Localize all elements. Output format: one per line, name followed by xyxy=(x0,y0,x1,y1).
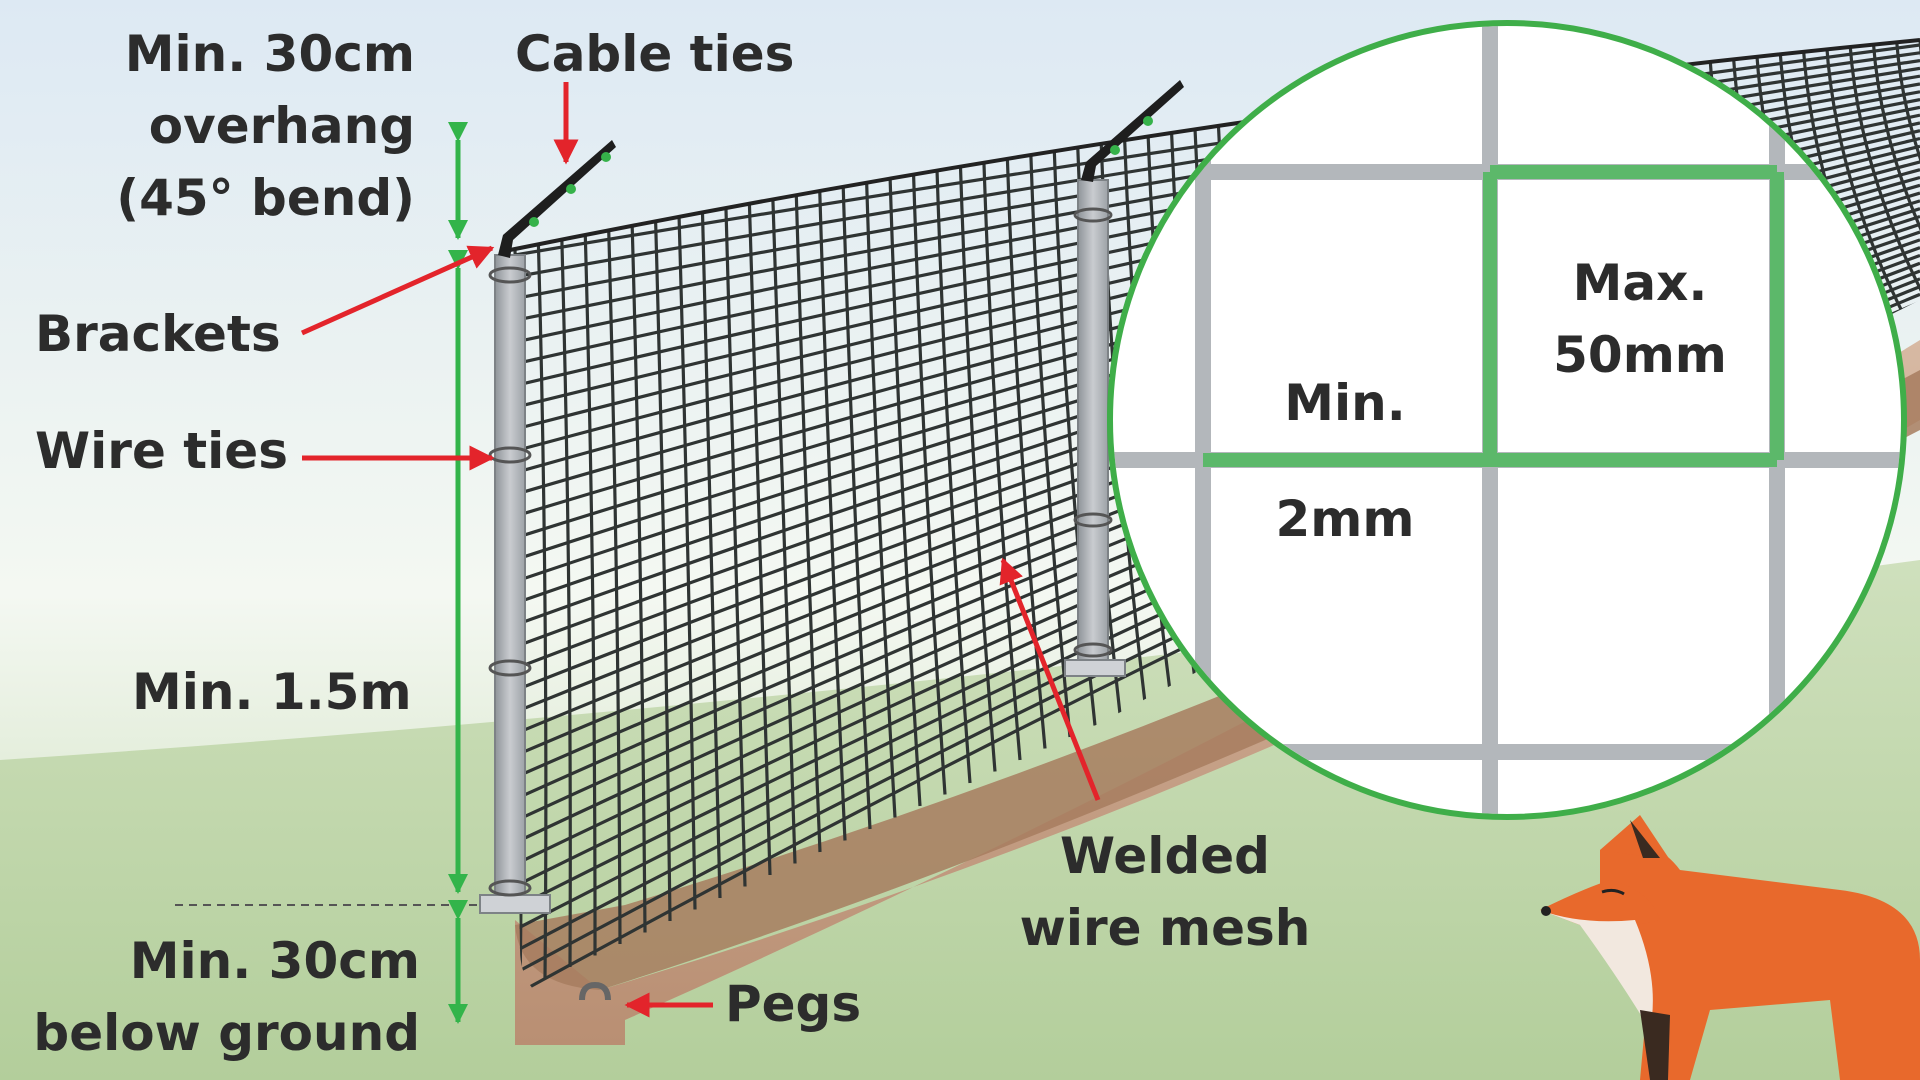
brackets-label: Brackets xyxy=(35,305,281,363)
zoom-circle xyxy=(1107,20,1907,820)
wire-gauge-label-bottom: 2mm xyxy=(1275,490,1415,548)
pegs-label: Pegs xyxy=(725,975,862,1033)
mesh-label: Welded wire mesh xyxy=(1019,827,1311,957)
cable-ties-label: Cable ties xyxy=(515,25,795,83)
skirt-fold xyxy=(515,370,1920,990)
below-ground-label: Min. 30cm below ground xyxy=(33,932,420,1062)
buried-skirt xyxy=(515,340,1920,1045)
height-label: Min. 1.5m xyxy=(132,663,412,721)
post-icon xyxy=(1064,179,1126,677)
wire-ties-label: Wire ties xyxy=(35,422,288,480)
wire-gauge-label-top: Min. xyxy=(1284,374,1406,432)
fox-icon xyxy=(1540,815,1920,1080)
bracket-icon xyxy=(498,80,1184,258)
mesh-size-label: Max. 50mm xyxy=(1553,254,1727,384)
post-icon xyxy=(479,254,551,914)
peg-icon xyxy=(579,981,611,1001)
overhang-label: Min. 30cm overhang (45° bend) xyxy=(116,25,415,227)
callout-arrows xyxy=(300,82,1101,1018)
